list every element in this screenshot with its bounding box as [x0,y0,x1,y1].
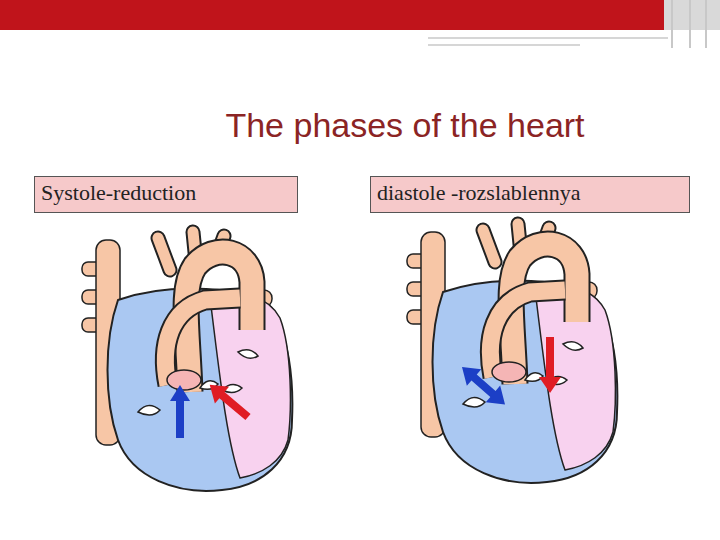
flow-arrow [539,337,561,393]
flow-arrow [455,359,512,413]
phase-label-box: Systole-reduction [34,176,298,213]
phase-label: diastole -rozslablennya [377,180,580,206]
flow-arrow [203,376,255,425]
heart-diastole [407,224,617,483]
heart-systole [82,232,292,491]
phase-label-box: diastole -rozslablennya [370,176,690,213]
slide-title: The phases of the heart [110,106,700,145]
top-bar [0,0,720,30]
phase-label: Systole-reduction [41,180,196,206]
flow-arrow [170,385,190,438]
